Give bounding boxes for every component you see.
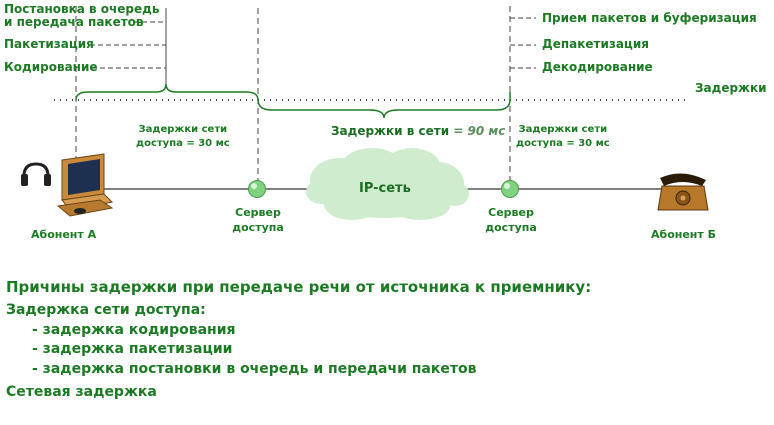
- phone-icon: [657, 173, 709, 211]
- cause-item-3: - задержка постановки в очередь и переда…: [32, 361, 477, 377]
- server-node-left: [248, 180, 266, 198]
- subscriber-a-label: Абонент А: [31, 228, 97, 241]
- step-receive-label: Прием пакетов и буферизация: [542, 11, 757, 25]
- step-queue-label: Постановка в очередь и передача пакетов: [4, 2, 160, 29]
- step-packetize-label: Пакетизация: [4, 37, 94, 51]
- brace-left-access: [75, 83, 259, 101]
- causes-heading: Причины задержки при передаче речи от ис…: [6, 278, 592, 296]
- network-delay-label: Задержки в сети = 90 мс: [331, 124, 505, 138]
- subscriber-b-label: Абонент Б: [651, 228, 717, 241]
- computer-icon: [21, 153, 114, 217]
- step-decode-label: Декодирование: [542, 60, 653, 74]
- server-left-label: Сервер доступа: [232, 206, 284, 234]
- network-delay-value: = 90 мс: [453, 124, 506, 138]
- access-delay-right: Задержки сети доступа = 30 мс: [516, 124, 610, 149]
- server-node-right: [501, 180, 519, 198]
- causes-access-title: Задержка сети доступа:: [6, 302, 206, 318]
- step-depacketize-label: Депакетизация: [542, 37, 649, 51]
- causes-network-title: Сетевая задержка: [6, 384, 157, 400]
- network-delay-text: Задержки в сети: [331, 124, 450, 138]
- ip-network-cloud: [306, 148, 469, 220]
- cause-item-2: - задержка пакетизации: [32, 341, 233, 357]
- delays-label: Задержки: [695, 81, 767, 95]
- brace-network: [257, 99, 511, 119]
- server-right-label: Сервер доступа: [485, 206, 537, 234]
- step-encode-label: Кодирование: [4, 60, 98, 74]
- cloud-label: IP-сеть: [359, 181, 411, 196]
- access-delay-left: Задержки сети доступа = 30 мс: [136, 124, 230, 149]
- cause-item-1: - задержка кодирования: [32, 322, 236, 338]
